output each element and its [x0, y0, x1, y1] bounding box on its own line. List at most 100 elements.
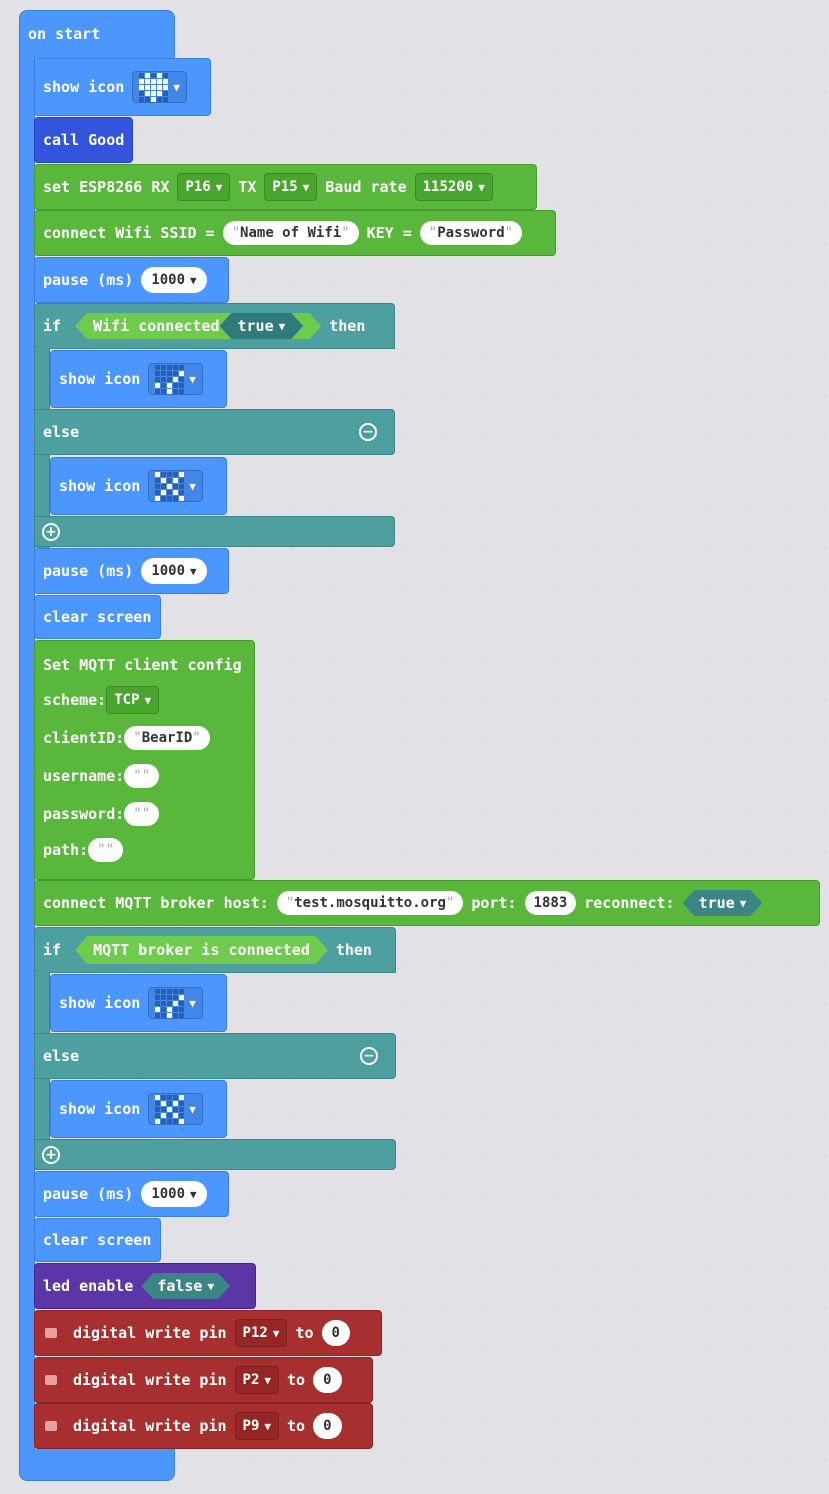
icon-picker-yes[interactable]: ▼ [148, 987, 203, 1019]
clear-screen-block-1[interactable]: clear screen [34, 595, 161, 639]
digital-write-label: digital write pin [73, 1324, 227, 1342]
clear-screen-label: clear screen [43, 608, 152, 626]
scheme-dropdown[interactable]: TCP ▼ [106, 686, 160, 714]
chevron-down-icon: ▼ [272, 1326, 280, 1340]
pause-value-input[interactable]: 1000▼ [141, 558, 207, 584]
comment-icon[interactable] [45, 1375, 57, 1385]
digital-write-block-2[interactable]: digital write pin P2▼ to 0 [34, 1357, 373, 1403]
clear-screen-block-2[interactable]: clear screen [34, 1218, 161, 1262]
add-else-icon[interactable]: + [42, 523, 60, 541]
icon-picker-yes[interactable]: ▼ [148, 363, 203, 395]
wifi-connected-bool-dropdown[interactable]: true▼ [220, 313, 304, 339]
pause-label: pause (ms) [43, 271, 134, 289]
chevron-down-icon: ▼ [190, 564, 197, 578]
path-row: path: "" [43, 833, 254, 867]
pin-value: P9 [242, 1418, 260, 1434]
key-input[interactable]: "Password" [419, 221, 523, 245]
pin-dropdown[interactable]: P2▼ [234, 1366, 280, 1394]
remove-else-icon[interactable]: − [360, 1047, 378, 1065]
else-label: else [43, 1047, 80, 1065]
no-icon [155, 471, 185, 501]
scheme-value: TCP [114, 692, 140, 708]
chevron-down-icon: ▼ [278, 319, 286, 333]
key-value: Password [437, 225, 505, 241]
remove-else-icon[interactable]: − [359, 423, 377, 441]
show-icon-block-5[interactable]: show icon ▼ [50, 1080, 227, 1138]
path-input[interactable]: "" [88, 838, 124, 862]
else-label: else [43, 423, 80, 441]
show-icon-block-1[interactable]: show icon ▼ [34, 58, 211, 116]
chevron-down-icon: ▼ [302, 180, 310, 194]
clear-screen-label: clear screen [43, 1231, 152, 1249]
icon-picker-no[interactable]: ▼ [148, 470, 203, 502]
reconnect-value: true [698, 894, 735, 912]
icon-picker-no[interactable]: ▼ [148, 1093, 203, 1125]
led-enable-dropdown[interactable]: false▼ [141, 1273, 230, 1299]
clientid-input[interactable]: "BearID" [124, 726, 210, 750]
write-value-input[interactable]: 0 [321, 1320, 350, 1346]
chevron-down-icon: ▼ [189, 372, 196, 386]
show-icon-block-4[interactable]: show icon ▼ [50, 974, 227, 1032]
mqtt-connect-block[interactable]: connect MQTT broker host: "test.mosquitt… [34, 880, 820, 926]
tx-pin-value: P15 [272, 179, 298, 195]
clientid-label: clientID: [43, 729, 125, 747]
pin-dropdown[interactable]: P9▼ [234, 1412, 280, 1440]
led-enable-block[interactable]: led enable false▼ [34, 1263, 256, 1309]
comment-icon[interactable] [45, 1421, 57, 1431]
to-label: to [295, 1324, 314, 1342]
pause-block-2[interactable]: pause (ms) 1000▼ [34, 548, 229, 594]
tx-pin-dropdown[interactable]: P15 ▼ [264, 173, 318, 201]
pause-value: 1000 [151, 272, 186, 288]
pin-value: P2 [242, 1372, 260, 1388]
mqtt-host-input[interactable]: "test.mosquitto.org" [276, 891, 464, 915]
pause-block-1[interactable]: pause (ms) 1000▼ [34, 257, 229, 303]
pause-block-3[interactable]: pause (ms) 1000▼ [34, 1171, 229, 1217]
pause-value-input[interactable]: 1000▼ [141, 267, 207, 293]
connect-wifi-block[interactable]: connect Wifi SSID = "Name of Wifi" KEY =… [34, 210, 556, 256]
reconnect-dropdown[interactable]: true▼ [683, 890, 763, 916]
path-label: path: [43, 841, 89, 859]
add-else-icon[interactable]: + [42, 1146, 60, 1164]
baud-dropdown[interactable]: 115200▼ [414, 173, 493, 201]
wifi-connected-condition[interactable]: Wifi connected true▼ [75, 313, 321, 339]
reconnect-label: reconnect: [584, 894, 675, 912]
scheme-row: scheme: TCP▼ [43, 681, 254, 719]
rx-pin-dropdown[interactable]: P16▼ [177, 173, 231, 201]
digital-write-block-1[interactable]: digital write pin P12▼ to 0 [34, 1310, 382, 1356]
digital-write-block-3[interactable]: digital write pin P9▼ to 0 [34, 1403, 373, 1449]
clientid-row: clientID: "BearID" [43, 719, 254, 757]
show-icon-label: show icon [59, 477, 141, 495]
show-icon-block-3[interactable]: show icon ▼ [50, 457, 227, 515]
username-input[interactable]: "" [124, 764, 160, 788]
pause-value-input[interactable]: 1000▼ [141, 1181, 207, 1207]
chevron-down-icon: ▼ [189, 1102, 196, 1116]
then-label: then [335, 941, 372, 959]
esp-set-label: set ESP8266 RX [43, 178, 170, 196]
key-label: KEY = [366, 224, 412, 242]
mqtt-connected-condition[interactable]: MQTT broker is connected [75, 936, 328, 964]
tx-label: TX [238, 178, 257, 196]
username-label: username: [43, 767, 125, 785]
chevron-down-icon: ▼ [207, 1279, 215, 1293]
port-value: 1883 [533, 895, 568, 911]
esp8266-block[interactable]: set ESP8266 RX P16▼ TX P15▼ Baud rate 11… [34, 164, 537, 210]
ssid-input[interactable]: "Name of Wifi" [222, 221, 359, 245]
ssid-value: Name of Wifi [240, 225, 342, 241]
call-good-block[interactable]: call Good [34, 117, 133, 163]
port-label: port: [471, 894, 517, 912]
port-input[interactable]: 1883 [524, 891, 577, 915]
pin-dropdown[interactable]: P12▼ [234, 1319, 288, 1347]
chevron-down-icon: ▼ [215, 180, 223, 194]
then-label: then [329, 317, 366, 335]
password-input[interactable]: "" [124, 802, 160, 826]
icon-picker-heart[interactable]: ▼ [132, 71, 187, 103]
if-block-2[interactable]: if MQTT broker is connected then [34, 927, 396, 973]
comment-icon[interactable] [45, 1328, 57, 1338]
if-block-1[interactable]: if Wifi connected true▼ then [34, 303, 395, 349]
chevron-down-icon: ▼ [144, 693, 152, 707]
write-value-input[interactable]: 0 [313, 1367, 342, 1393]
on-start-hat[interactable]: on start [19, 10, 175, 58]
show-icon-block-2[interactable]: show icon ▼ [50, 350, 227, 408]
mqtt-config-block[interactable]: Set MQTT client config scheme: TCP▼ clie… [34, 640, 255, 880]
write-value-input[interactable]: 0 [313, 1413, 342, 1439]
